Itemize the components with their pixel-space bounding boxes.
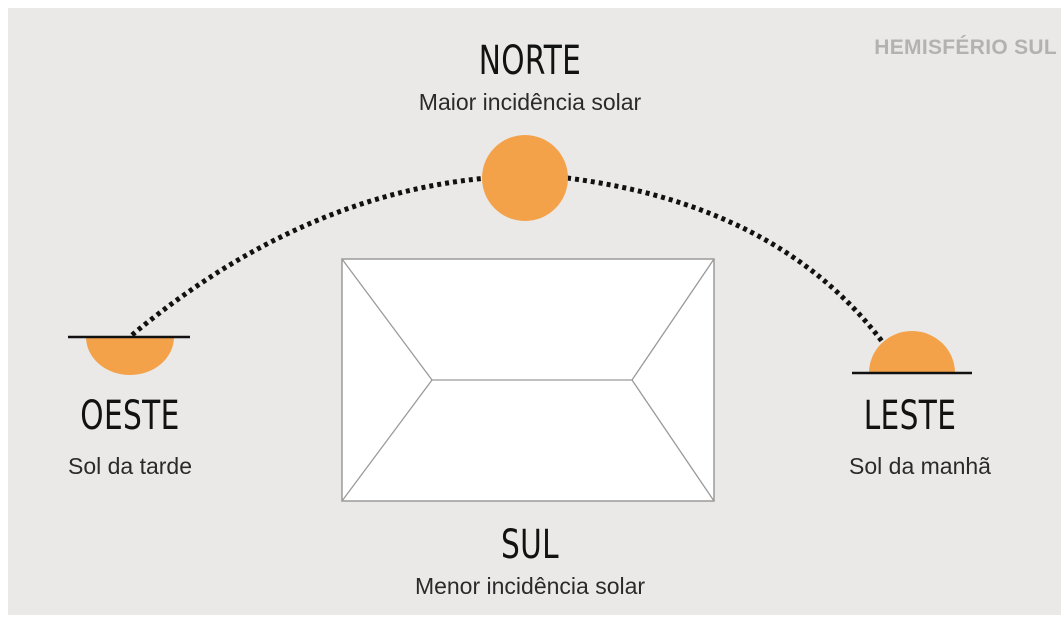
hemisphere-label: HEMISFÉRIO SUL (874, 36, 1057, 59)
west-title: OESTE (80, 393, 180, 439)
east-title: LESTE (863, 393, 957, 439)
north-title: NORTE (478, 38, 582, 84)
west-subtitle: Sol da tarde (67, 453, 193, 479)
house-roof-plan (341, 258, 715, 502)
north-subtitle: Maior incidência solar (418, 89, 642, 115)
south-subtitle: Menor incidência solar (414, 573, 646, 599)
sun-north-icon (482, 135, 568, 221)
sun-east-icon (869, 331, 955, 373)
east-subtitle: Sol da manhã (849, 453, 991, 479)
sun-path-west (130, 175, 488, 337)
south-title: SUL (500, 522, 560, 568)
sun-path-east (566, 175, 887, 346)
sun-west-icon (86, 337, 174, 375)
